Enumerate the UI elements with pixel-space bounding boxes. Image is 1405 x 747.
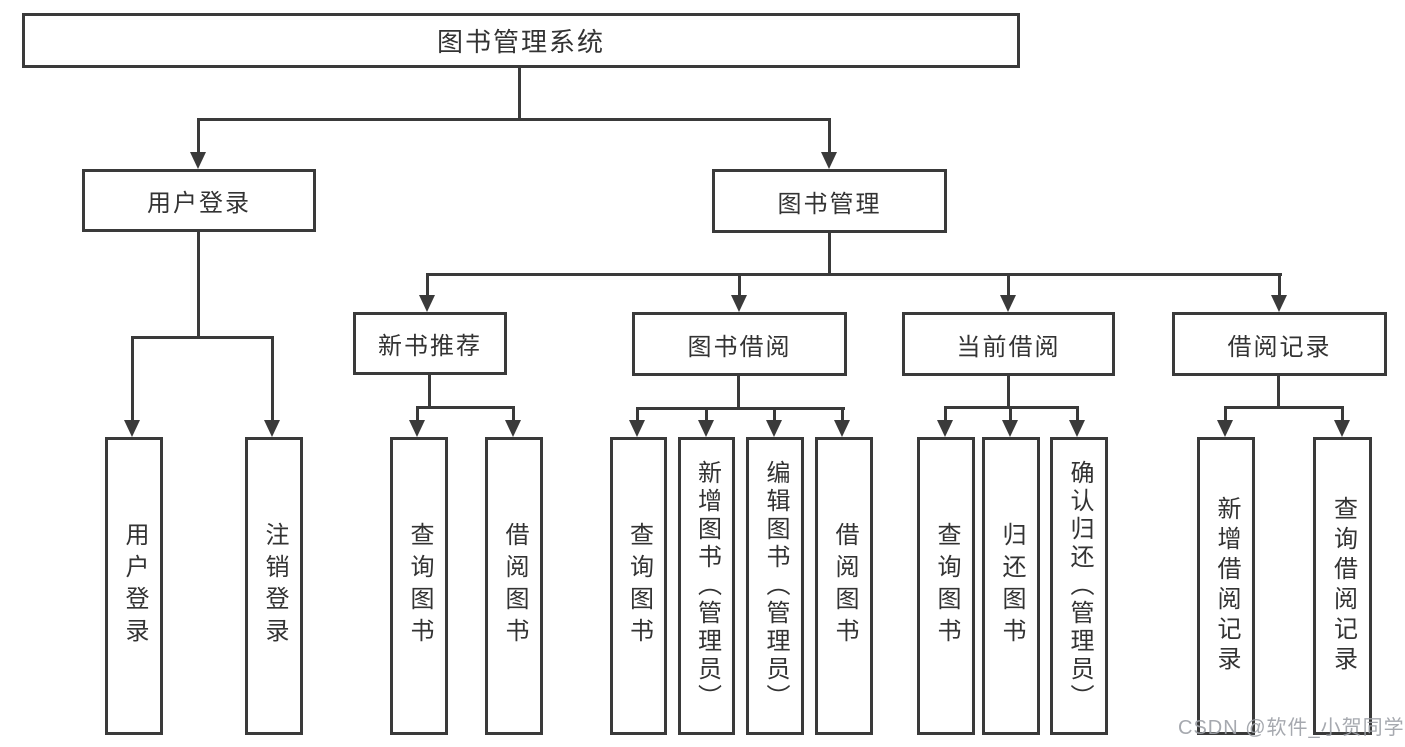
arrowhead-icon <box>937 420 953 437</box>
leaf-confirm-return-admin: 确认归还（管理员） <box>1050 437 1108 735</box>
connector-line <box>426 273 1282 276</box>
leaf-query-books-1-label: 查询图书 <box>406 522 433 650</box>
node-root-system: 图书管理系统 <box>22 13 1020 68</box>
leaf-query-books-2: 查询图书 <box>610 437 667 735</box>
connector-line <box>1009 406 1012 420</box>
connector-line <box>1007 273 1010 295</box>
node-borrowing-records-label: 借阅记录 <box>1227 333 1332 361</box>
arrowhead-icon <box>834 420 850 437</box>
leaf-add-borrow-record: 新增借阅记录 <box>1197 437 1255 735</box>
arrowhead-icon <box>124 420 140 437</box>
node-book-management: 图书管理 <box>712 169 947 233</box>
leaf-borrow-books-2: 借阅图书 <box>815 437 873 735</box>
connector-line <box>271 336 274 420</box>
leaf-borrow-books-1-label: 借阅图书 <box>501 522 528 650</box>
connector-line <box>197 118 831 121</box>
leaf-borrow-books-2-label: 借阅图书 <box>831 522 858 650</box>
connector-line <box>828 233 831 273</box>
leaf-query-books-3: 查询图书 <box>917 437 975 735</box>
connector-line <box>828 118 831 152</box>
connector-line <box>1341 406 1344 420</box>
connector-line <box>1224 406 1227 420</box>
leaf-user-login-label: 用户登录 <box>121 522 148 650</box>
leaf-add-books-admin: 新增图书（管理员） <box>678 437 735 735</box>
node-root-label: 图书管理系统 <box>436 27 605 57</box>
leaf-edit-books-admin: 编辑图书（管理员） <box>746 437 804 735</box>
connector-line <box>512 406 515 420</box>
arrowhead-icon <box>1069 420 1085 437</box>
leaf-add-borrow-record-label: 新增借阅记录 <box>1213 496 1240 676</box>
leaf-logout-label: 注销登录 <box>261 522 288 650</box>
connector-line <box>131 336 134 420</box>
arrowhead-icon <box>821 152 837 169</box>
connector-line <box>1007 376 1010 406</box>
arrowhead-icon <box>1271 295 1287 312</box>
connector-line <box>131 336 274 339</box>
arrowhead-icon <box>698 420 714 437</box>
arrowhead-icon <box>731 295 747 312</box>
arrowhead-icon <box>419 295 435 312</box>
node-current-borrowing-label: 当前借阅 <box>956 333 1061 361</box>
node-current-borrowing: 当前借阅 <box>902 312 1115 376</box>
leaf-return-books: 归还图书 <box>982 437 1040 735</box>
node-book-management-label: 图书管理 <box>777 190 882 218</box>
arrowhead-icon <box>766 420 782 437</box>
connector-line <box>773 407 776 420</box>
arrowhead-icon <box>190 152 206 169</box>
node-book-borrowing-label: 图书借阅 <box>687 333 792 361</box>
arrowhead-icon <box>629 420 645 437</box>
connector-line <box>426 273 429 295</box>
connector-line <box>705 407 708 420</box>
connector-line <box>1224 406 1344 409</box>
leaf-query-books-3-label: 查询图书 <box>933 522 960 650</box>
connector-line <box>1278 273 1281 295</box>
connector-line <box>636 407 845 410</box>
leaf-query-borrow-record: 查询借阅记录 <box>1313 437 1372 735</box>
leaf-borrow-books-1: 借阅图书 <box>485 437 543 735</box>
connector-line <box>944 406 947 420</box>
connector-line <box>428 375 431 406</box>
arrowhead-icon <box>409 420 425 437</box>
leaf-query-books-1: 查询图书 <box>390 437 448 735</box>
connector-line <box>197 232 200 336</box>
leaf-confirm-return-admin-label: 确认归还（管理员） <box>1066 460 1093 712</box>
connector-line <box>841 407 844 420</box>
arrowhead-icon <box>505 420 521 437</box>
leaf-edit-books-admin-label: 编辑图书（管理员） <box>762 460 789 712</box>
arrowhead-icon <box>1334 420 1350 437</box>
connector-line <box>518 68 521 118</box>
connector-line <box>738 273 741 295</box>
arrowhead-icon <box>1000 295 1016 312</box>
leaf-query-books-2-label: 查询图书 <box>625 522 653 650</box>
node-new-book-recommend: 新书推荐 <box>353 312 507 375</box>
connector-line <box>197 118 200 152</box>
connector-line <box>636 407 639 420</box>
node-book-borrowing: 图书借阅 <box>632 312 847 376</box>
connector-line <box>1277 376 1280 406</box>
node-new-book-recommend-label: 新书推荐 <box>378 333 482 360</box>
arrowhead-icon <box>264 420 280 437</box>
leaf-user-login: 用户登录 <box>105 437 163 735</box>
connector-line <box>416 406 419 420</box>
arrowhead-icon <box>1217 420 1233 437</box>
connector-line <box>1076 406 1079 420</box>
connector-line <box>416 406 515 409</box>
connector-line <box>737 376 740 407</box>
node-user-login: 用户登录 <box>82 169 316 232</box>
node-user-login-label: 用户登录 <box>147 190 251 217</box>
leaf-query-borrow-record-label: 查询借阅记录 <box>1329 496 1357 676</box>
leaf-add-books-admin-label: 新增图书（管理员） <box>693 460 721 712</box>
leaf-return-books-label: 归还图书 <box>998 522 1025 650</box>
leaf-logout: 注销登录 <box>245 437 303 735</box>
node-borrowing-records: 借阅记录 <box>1172 312 1387 376</box>
arrowhead-icon <box>1002 420 1018 437</box>
